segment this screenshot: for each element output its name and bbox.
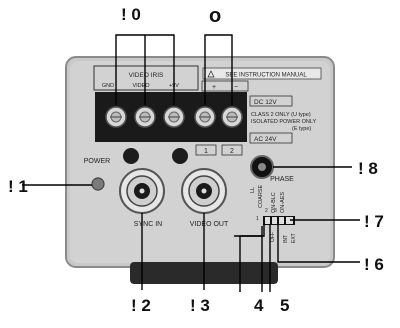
off-label: OFF	[270, 232, 276, 242]
dip-switch-labels: LL COARSE ON-BLC ON-AES 1 2 3 OFF INT EX…	[250, 184, 297, 243]
sync-in-label: SYNC IN	[134, 221, 162, 228]
see-manual-label: SEE INSTRUCTION MANUAL	[225, 73, 307, 79]
terminal-screw	[194, 106, 216, 128]
class2-line1: CLASS 2 ONLY (U type)	[251, 112, 311, 118]
callout-12: ! 2	[131, 296, 151, 315]
callout-16: ! 6	[364, 255, 384, 274]
terminal-screw	[163, 106, 185, 128]
callout-17: ! 7	[364, 212, 384, 231]
terminal-2-label: 2	[230, 148, 234, 155]
power-label: POWER	[84, 158, 110, 165]
coarse-label: COARSE	[258, 184, 264, 208]
plug-hole	[123, 148, 139, 164]
callout-13: ! 3	[190, 296, 210, 315]
ac24v-label: AC 24V	[254, 136, 277, 143]
switch-1-label: 1	[256, 216, 259, 222]
callout-5: 5	[280, 296, 289, 315]
terminal-screw	[134, 106, 156, 128]
callout-lines	[40, 34, 360, 292]
callout-numbers: ! 0 o ! 1 ! 8 ! 7 ! 6 ! 2 ! 3 4 5	[8, 5, 384, 315]
callout-4: 4	[254, 296, 264, 315]
on-blc-label: ON-BLC	[271, 192, 277, 213]
dc12v-label: DC 12V	[254, 99, 277, 106]
power-led: POWER	[84, 158, 110, 191]
class2-line2: ISOLATED POWER ONLY	[251, 119, 317, 125]
int-label: INT	[283, 235, 289, 243]
ll-label: LL	[250, 187, 256, 193]
terminal-block	[95, 92, 247, 142]
switch-2-label: 2	[265, 208, 268, 214]
terminal-screw	[221, 106, 243, 128]
warning-triangle-icon	[207, 70, 215, 78]
callout-18: ! 8	[358, 159, 378, 178]
callout-10: ! 0	[121, 5, 141, 24]
dip-switches	[263, 216, 295, 225]
power-spec: DC 12V CLASS 2 ONLY (U type) ISOLATED PO…	[249, 95, 317, 144]
gnd-label: GND	[102, 83, 114, 89]
video-out-label: VIDEO OUT	[190, 221, 229, 228]
video-out-connector: VIDEO OUT	[181, 168, 229, 228]
switch-3-label: 3	[274, 208, 277, 214]
class2-line3: (E type)	[292, 126, 311, 132]
plug-hole	[172, 148, 188, 164]
phase-label: PHASE	[270, 176, 294, 183]
plus-label: +	[212, 84, 216, 91]
ext-label: EXT	[291, 233, 297, 243]
video-iris-label: VIDEO IRIS	[129, 72, 164, 79]
sync-in-connector: SYNC IN	[119, 168, 165, 228]
callout-o: o	[209, 5, 221, 27]
see-manual-notice: SEE INSTRUCTION MANUAL + −	[201, 67, 322, 92]
callout-11: ! 1	[8, 177, 28, 196]
video-label: VIDEO	[132, 83, 150, 89]
on-aes-label: ON-AES	[280, 192, 286, 213]
minus-label: −	[234, 84, 238, 91]
terminal-numbers: 1 2	[195, 144, 243, 156]
terminal-1-label: 1	[204, 148, 208, 155]
terminal-screw	[105, 106, 127, 128]
